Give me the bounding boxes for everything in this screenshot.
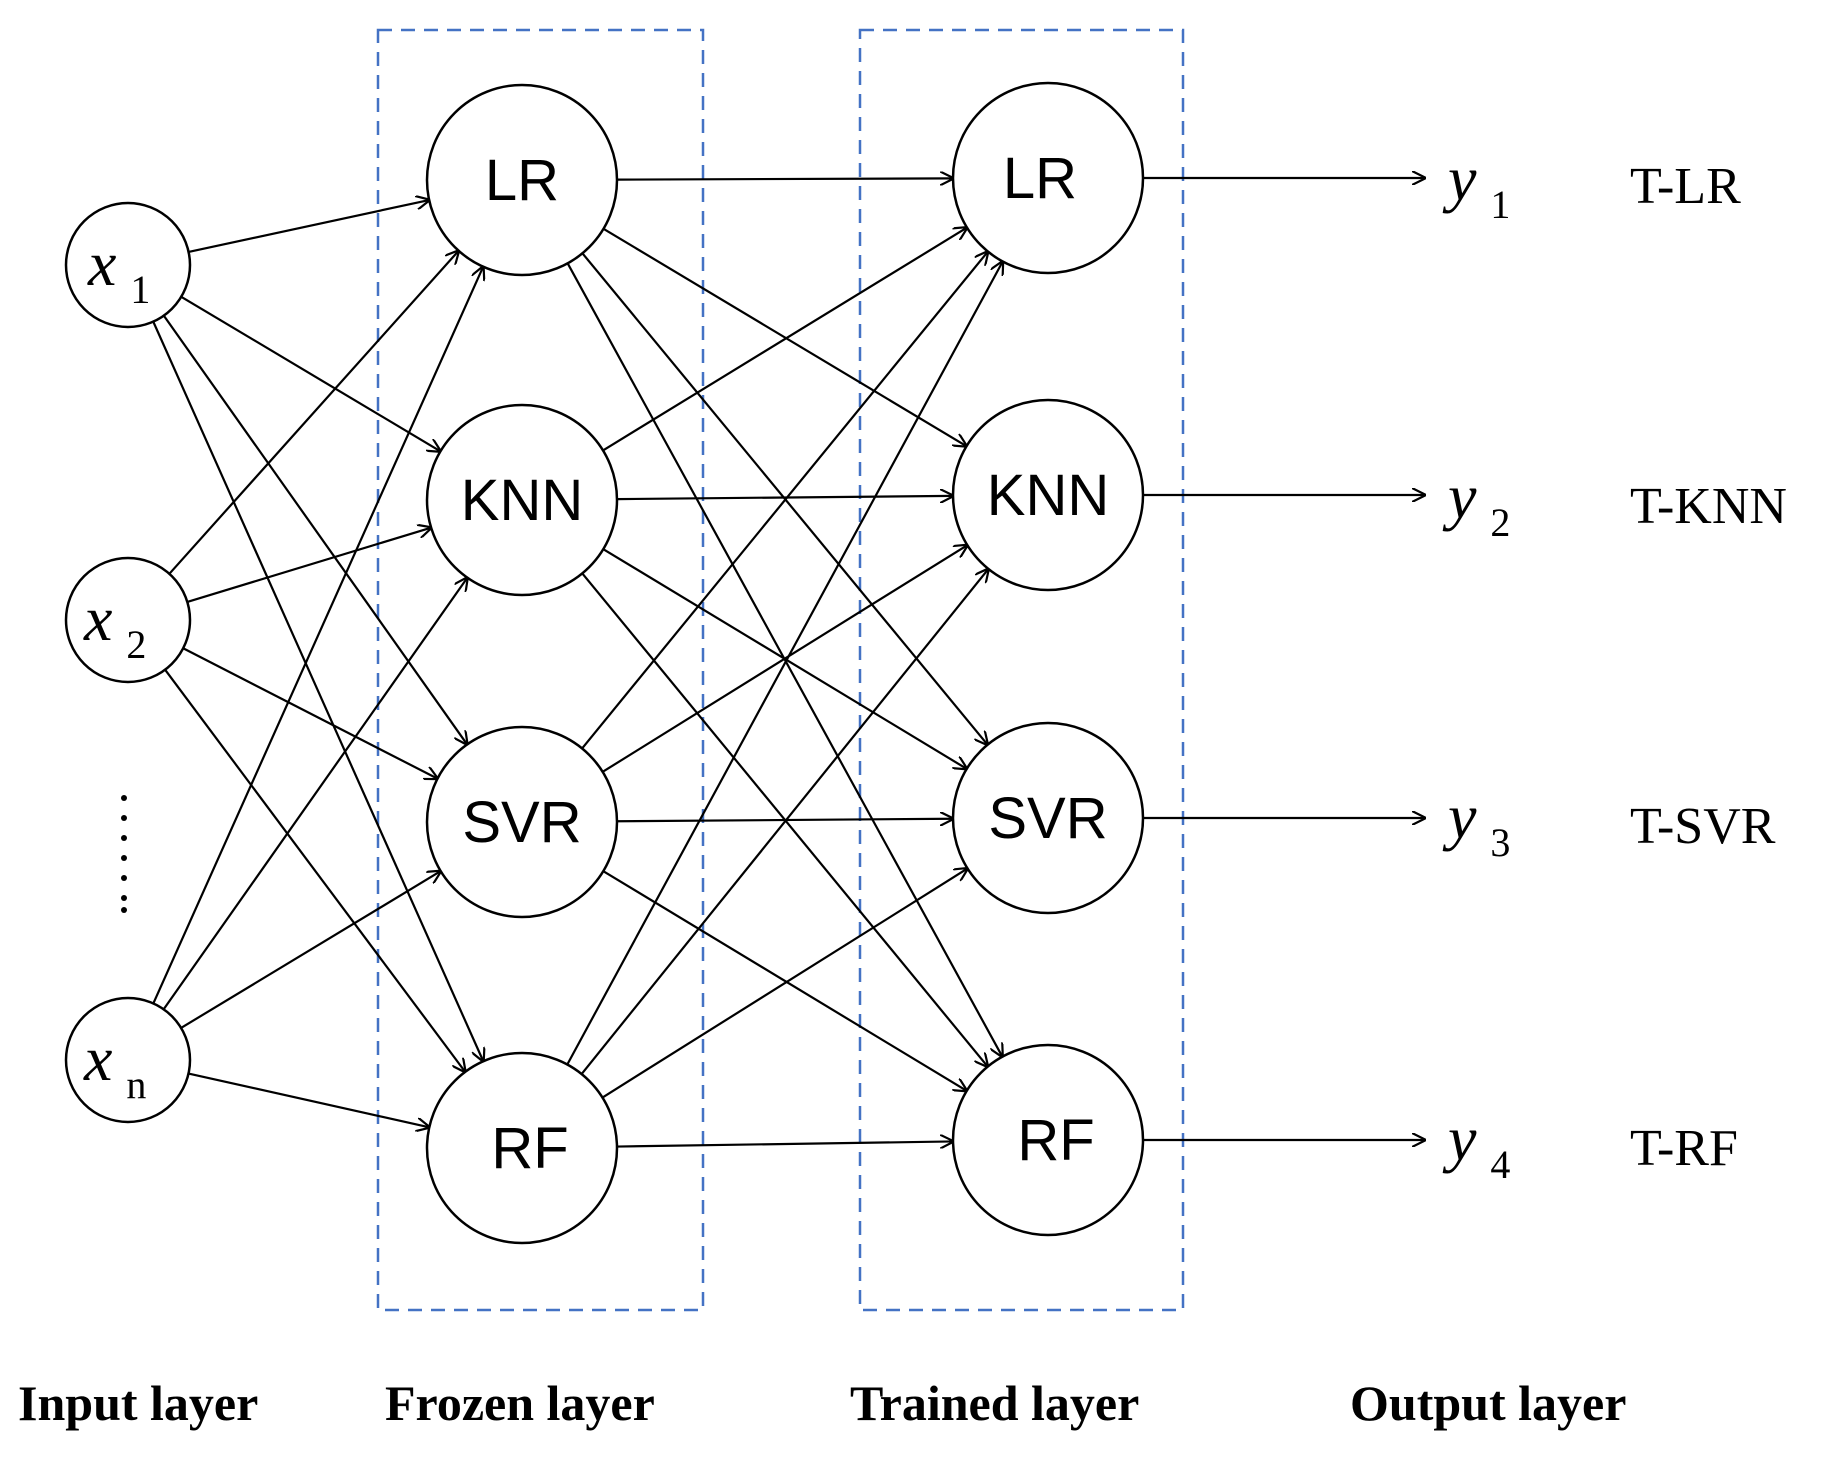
edge-frozen-2-to-trained-2 [616, 496, 953, 499]
edge-frozen-4-to-trained-3 [601, 868, 967, 1099]
trained-node-svr: SVR [951, 721, 1145, 915]
output-1-name: T-LR [1630, 158, 1741, 215]
trained-node-knn: KNN [951, 398, 1145, 592]
output-layer-title: Output layer [1350, 1375, 1626, 1431]
output-3-name: T-SVR [1630, 798, 1776, 855]
frozen-node-svr: SVR [425, 725, 619, 919]
edge-frozen-2-to-trained-1 [602, 228, 967, 452]
output-2-name: T-KNN [1630, 478, 1787, 535]
frozen-node-knn-label: KNN [461, 468, 583, 533]
edge-frozen-3-to-trained-4 [602, 870, 966, 1091]
frozen-node-knn: KNN [425, 403, 619, 597]
frozen-node-lr: LR [425, 83, 619, 277]
trained-node-lr-label: LR [1003, 146, 1077, 211]
trained-node-rf: RF [951, 1043, 1145, 1237]
edge-input-2-to-frozen-4 [164, 669, 465, 1072]
input-layer-title: Input layer [18, 1375, 258, 1431]
edge-frozen-1-to-trained-1 [616, 178, 953, 179]
trained-node-rf-label: RF [1017, 1108, 1094, 1173]
frozen-node-rf-label: RF [491, 1116, 568, 1181]
frozen-layer-title: Frozen layer [385, 1375, 655, 1431]
edge-input-3-to-frozen-1 [152, 267, 483, 1004]
trained-node-lr: LR [951, 81, 1145, 275]
edge-frozen-3-to-trained-1 [581, 252, 988, 750]
trained-node-knn-label: KNN [987, 463, 1109, 528]
edge-input-1-to-frozen-2 [180, 295, 440, 452]
edge-input-3-to-frozen-3 [180, 871, 441, 1029]
edge-input-1-to-frozen-3 [162, 314, 467, 745]
edge-frozen-4-to-trained-1 [566, 262, 1002, 1066]
edge-input-3-to-frozen-4 [188, 1072, 430, 1128]
edge-input-2-to-frozen-2 [186, 528, 431, 603]
edge-input-2-to-frozen-1 [168, 251, 458, 575]
edge-input-3-to-frozen-2 [162, 578, 468, 1010]
edge-frozen-3-to-trained-2 [602, 545, 968, 773]
frozen-node-lr-label: LR [485, 148, 559, 213]
trained-layer-box [858, 28, 1185, 1312]
edge-frozen-4-to-trained-4 [616, 1141, 953, 1146]
output-4-name: T-RF [1630, 1120, 1738, 1177]
connection-edges [152, 178, 1425, 1147]
frozen-node-svr-label: SVR [462, 790, 581, 855]
input-ellipsis [121, 795, 127, 913]
trained-node-svr-label: SVR [988, 786, 1107, 851]
trained-layer-title: Trained layer [850, 1375, 1139, 1431]
edge-input-1-to-frozen-4 [152, 321, 483, 1062]
edge-input-2-to-frozen-3 [182, 647, 437, 778]
edge-frozen-4-to-trained-2 [580, 569, 989, 1075]
edge-input-1-to-frozen-1 [188, 200, 430, 254]
frozen-layer-box [376, 28, 705, 1312]
edge-frozen-1-to-trained-2 [602, 227, 967, 446]
frozen-node-rf: RF [425, 1051, 619, 1245]
